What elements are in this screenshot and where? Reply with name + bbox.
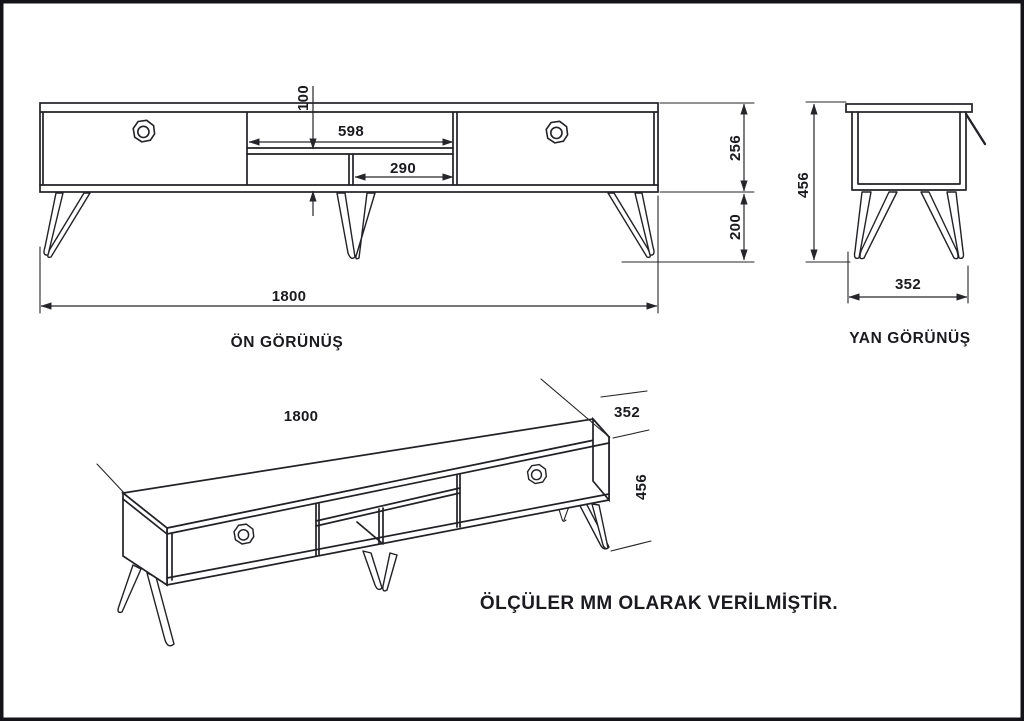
dim-shelf-width: 290 [390,160,416,177]
middle-shelf-and-divider [246,147,454,186]
side-view: 456 352 YAN GÖRÜNÜŞ [795,101,987,347]
side-view-label: YAN GÖRÜNÜŞ [849,330,970,347]
front-view-label: ÖN GÖRÜNÜŞ [231,334,344,351]
dim-opening-height: 100 [295,85,312,111]
front-dimension-lines [39,86,755,314]
dim-body-height: 256 [727,135,744,161]
isometric-view: 1800 352 456 [96,378,652,647]
front-dimension-texts: 598 290 100 256 200 1800 [272,85,744,305]
iso-dimension-lines [96,378,652,552]
units-note: ÖLÇÜLER MM OLARAK VERİLMİŞTİR. [480,593,838,614]
hairpin-legs-side-view [853,191,965,260]
cabinet-carcass-front [39,102,659,193]
dim-leg-height: 200 [727,214,744,240]
dim-iso-length: 1800 [284,408,319,425]
iso-shelf-and-divider [315,487,461,545]
hairpin-legs-iso-view [117,499,610,647]
side-dimension-texts: 456 352 [795,172,921,293]
hairpin-legs-front-view [43,192,655,260]
dim-iso-depth: 352 [614,404,640,421]
side-dimension-lines [805,101,969,304]
dim-opening-width: 598 [338,123,364,140]
dim-total-width: 1800 [272,288,307,305]
cabinet-carcass-side [845,103,987,191]
iso-dimension-texts: 1800 352 456 [284,404,650,500]
front-view: 598 290 100 256 200 1800 ÖN GÖRÜNÜŞ [39,85,755,351]
dim-iso-height: 456 [633,474,650,500]
dim-side-height: 456 [795,172,812,198]
wall-bracket-line [964,112,987,146]
cabinet-carcass-iso [120,416,611,587]
dim-side-depth: 352 [895,276,921,293]
